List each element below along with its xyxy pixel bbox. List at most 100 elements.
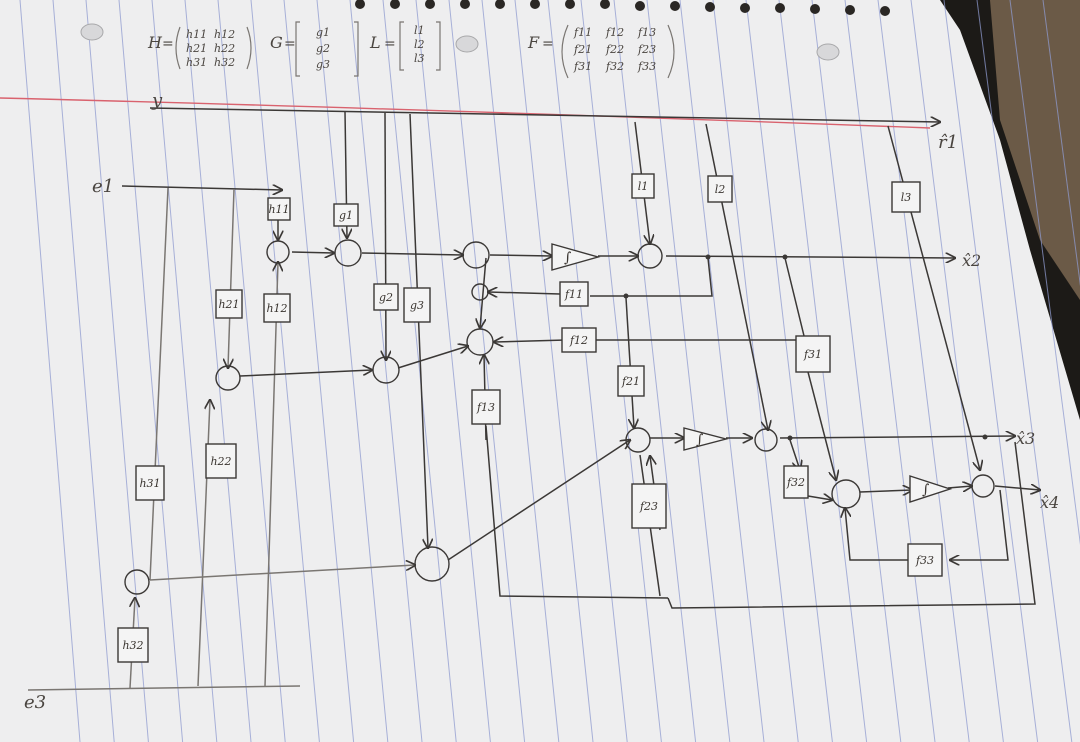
matrix-entry: f12 xyxy=(605,26,624,39)
svg-text:g3: g3 xyxy=(410,299,424,312)
block-g3: g3 xyxy=(403,287,431,323)
summing-junction xyxy=(637,243,663,269)
block-f13: f13 xyxy=(471,389,501,425)
svg-text:g1: g1 xyxy=(339,209,353,222)
matrix-entry: f33 xyxy=(637,60,656,73)
block-h12: h12 xyxy=(263,293,291,323)
matrix-entry: f11 xyxy=(573,26,592,39)
block-f11: f11 xyxy=(559,281,589,307)
summing-junction xyxy=(215,365,241,391)
summing-junction xyxy=(471,283,489,301)
signal-x4: x̂4 xyxy=(1040,493,1059,512)
matrix-entry: f23 xyxy=(637,43,656,56)
matrix-entry: f31 xyxy=(573,60,592,73)
summing-junction xyxy=(831,479,861,509)
matrix-entry: h22 xyxy=(214,42,235,55)
block-h21: h21 xyxy=(215,289,243,319)
summing-junction xyxy=(372,356,400,384)
spiral-binding xyxy=(355,0,890,16)
block-g1: g1 xyxy=(333,203,359,227)
summing-junction xyxy=(754,428,778,452)
signal-r1: r̂1 xyxy=(938,132,958,153)
integrator-int3: ∫ xyxy=(909,475,953,503)
block-h32: h32 xyxy=(117,627,149,663)
block-h11: h11 xyxy=(267,197,291,221)
matrix-entry: l1 xyxy=(414,24,425,37)
matrix-entry: h31 xyxy=(186,56,207,69)
signal-x3: x̂3 xyxy=(1016,429,1035,448)
svg-text:h31: h31 xyxy=(139,477,160,490)
block-f31: f31 xyxy=(795,335,831,373)
svg-text:l3: l3 xyxy=(901,191,912,204)
punch-holes xyxy=(80,23,840,61)
signal-e3: e3 xyxy=(24,692,46,713)
svg-text:=: = xyxy=(542,36,554,52)
matrix-entry: g3 xyxy=(316,58,330,71)
svg-text:f11: f11 xyxy=(564,288,583,301)
summing-junction xyxy=(466,328,494,356)
svg-text:l1: l1 xyxy=(638,180,649,193)
svg-text:h11: h11 xyxy=(268,203,289,216)
matrix-entry: h12 xyxy=(214,28,235,41)
desk-wood xyxy=(990,0,1080,300)
svg-text:f31: f31 xyxy=(803,348,822,361)
matrix-entry: g2 xyxy=(316,42,330,55)
matrix-entry: h11 xyxy=(186,28,207,41)
block-h22: h22 xyxy=(205,443,237,479)
vector-g-name: G xyxy=(270,33,283,52)
summing-junction xyxy=(971,474,995,498)
block-l1: l1 xyxy=(631,173,655,199)
svg-text:f12: f12 xyxy=(569,334,588,347)
svg-text:=: = xyxy=(384,36,396,52)
summing-junction xyxy=(414,546,450,582)
integrator-int1: ∫ xyxy=(551,243,601,271)
margin-line xyxy=(0,97,931,129)
svg-text:h22: h22 xyxy=(210,455,231,468)
matrix-entry: g1 xyxy=(316,26,330,39)
summing-junction xyxy=(124,569,150,595)
svg-text:f13: f13 xyxy=(476,401,495,414)
block-l3: l3 xyxy=(891,181,921,213)
signal-x2: x̂2 xyxy=(962,251,981,270)
summing-junction xyxy=(462,241,490,269)
block-f21: f21 xyxy=(617,365,645,397)
matrix-entry: f21 xyxy=(573,43,592,56)
ruled-lines xyxy=(19,0,1080,742)
svg-text:h12: h12 xyxy=(266,302,287,315)
svg-text:f33: f33 xyxy=(915,554,934,567)
matrix-entry: h32 xyxy=(214,56,235,69)
matrix-entry: l2 xyxy=(414,38,425,51)
svg-text:∫: ∫ xyxy=(922,482,929,498)
svg-text:=: = xyxy=(284,36,296,52)
block-f32: f32 xyxy=(783,465,809,499)
block-l2: l2 xyxy=(707,175,733,203)
svg-text:f21: f21 xyxy=(621,375,640,388)
integrator-int2: ∫ xyxy=(683,427,729,451)
block-f23: f23 xyxy=(631,483,667,529)
svg-text:g2: g2 xyxy=(379,291,393,304)
signal-labels: y r̂1 e1 e3 x̂2 x̂3 x̂4 xyxy=(24,90,1059,713)
block-f12: f12 xyxy=(561,327,597,353)
summing-junction xyxy=(334,239,362,267)
svg-text:l2: l2 xyxy=(715,183,726,196)
matrix-h-name: H xyxy=(147,33,163,52)
svg-text:f32: f32 xyxy=(786,476,805,489)
svg-text:∫: ∫ xyxy=(564,250,571,266)
matrix-entry: f13 xyxy=(637,26,656,39)
signal-y: y xyxy=(151,90,163,111)
vector-l-name: L xyxy=(369,33,381,52)
matrix-entry: f22 xyxy=(605,43,624,56)
block-f33: f33 xyxy=(907,543,943,577)
matrix-entry: f32 xyxy=(605,60,624,73)
svg-text:h21: h21 xyxy=(218,298,239,311)
matrix-entry: l3 xyxy=(414,52,425,65)
matrix-f-name: F xyxy=(527,33,540,52)
svg-text:f23: f23 xyxy=(639,500,658,513)
junction-dots xyxy=(623,254,988,441)
summing-junction xyxy=(625,427,651,453)
summing-junction xyxy=(266,240,290,264)
summing-junctions xyxy=(124,239,995,595)
block-h31: h31 xyxy=(135,465,165,501)
